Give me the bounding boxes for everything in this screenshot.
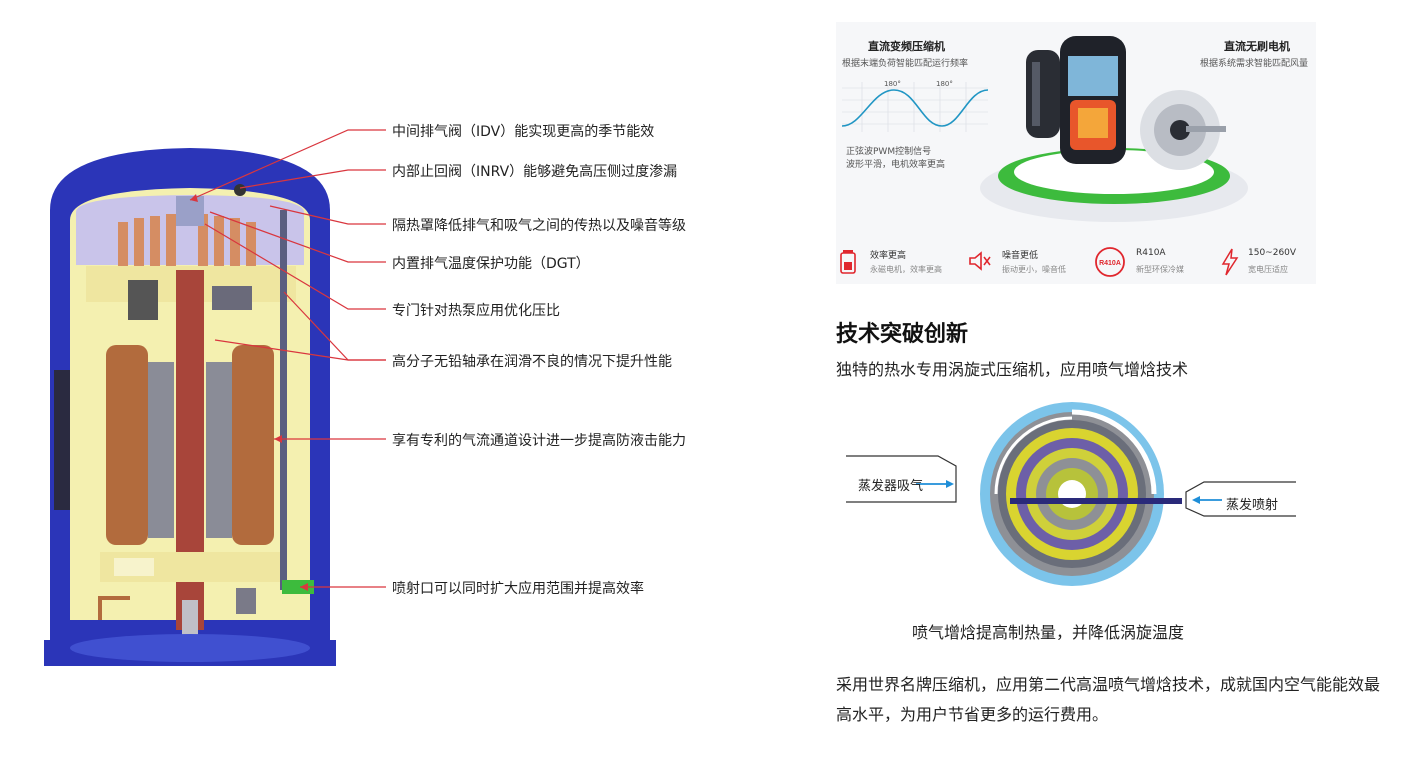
battery-icon	[840, 250, 856, 274]
r410a-badge-icon: R410A	[1095, 247, 1125, 277]
banner-right-subtitle: 根据系统需求智能匹配风量	[1200, 59, 1309, 69]
feature-voltage-sub: 宽电压适应	[1248, 265, 1288, 274]
callout-inrv: 内部止回阀（INRV）能够避免高压侧过度渗漏	[392, 164, 678, 180]
callout-dgt: 内置排气温度保护功能（DGT）	[392, 256, 590, 272]
feature-noise-title: 噪音更低	[1002, 251, 1039, 261]
r410a-badge-text: R410A	[1099, 260, 1121, 267]
feature-refrigerant-title: R410A	[1136, 248, 1166, 258]
compressor-motor-illustration	[980, 36, 1248, 222]
banner-left-title: 直流变频压缩机	[868, 40, 945, 53]
callout-bearing: 高分子无铅轴承在润滑不良的情况下提升性能	[392, 354, 672, 370]
scroll-injection-label: 蒸发喷射	[1226, 498, 1279, 513]
sine-wave-graphic	[842, 82, 988, 132]
product-banner: 直流变频压缩机 根据末端负荷智能匹配运行频率 180° 180° 正弦波PWM控…	[836, 22, 1316, 284]
scroll-compressor-diagram	[846, 402, 1296, 586]
section-title: 技术突破创新	[836, 322, 969, 347]
feature-refrigerant-sub: 新型环保冷媒	[1136, 265, 1184, 274]
banner-left-subtitle: 根据末端负荷智能匹配运行频率	[842, 59, 969, 69]
scroll-inlet-label: 蒸发器吸气	[858, 479, 924, 494]
banner-right-title: 直流无刷电机	[1224, 40, 1290, 53]
callout-heat-shield: 隔热罩降低排气和吸气之间的传热以及噪音等级	[392, 218, 686, 234]
feature-efficiency: 效率更高 永磁电机，效率更高	[840, 248, 956, 278]
feature-efficiency-title: 效率更高	[870, 251, 907, 261]
feature-noise-sub: 振动更小，噪音低	[1002, 265, 1066, 274]
lightning-icon	[1221, 248, 1239, 276]
scroll-caption: 喷气增焓提高制热量，并降低涡旋温度	[912, 623, 1185, 642]
feature-efficiency-sub: 永磁电机，效率更高	[870, 265, 942, 274]
callout-injection-port: 喷射口可以同时扩大应用范围并提高效率	[392, 581, 644, 597]
callout-idv: 中间排气阀（IDV）能实现更高的季节能效	[392, 124, 655, 140]
callout-compression-ratio: 专门针对热泵应用优化压比	[392, 303, 560, 319]
summary-paragraph: 采用世界名牌压缩机，应用第二代高温喷气增焓技术，成就国内空气能能效最高水平，为用…	[836, 675, 1381, 724]
section-subtitle: 独特的热水专用涡旋式压缩机，应用喷气增焓技术	[836, 360, 1189, 379]
compressor-cutaway-image	[44, 148, 336, 666]
wave-label-1: 180°	[884, 80, 901, 88]
feature-refrigerant: R410A R410A 新型环保冷媒	[1094, 246, 1210, 278]
mute-speaker-icon	[969, 251, 991, 271]
feature-voltage-title: 150~260V	[1248, 248, 1297, 258]
feature-noise: 噪音更低 振动更小，噪音低	[968, 248, 1084, 278]
wave-note-2: 波形平滑，电机效率更高	[846, 160, 946, 170]
callout-airflow: 享有专利的气流通道设计进一步提高防液击能力	[392, 433, 686, 449]
wave-label-2: 180°	[936, 80, 953, 88]
feature-voltage: 150~260V 宽电压适应	[1220, 248, 1316, 278]
wave-note-1: 正弦波PWM控制信号	[846, 147, 932, 157]
